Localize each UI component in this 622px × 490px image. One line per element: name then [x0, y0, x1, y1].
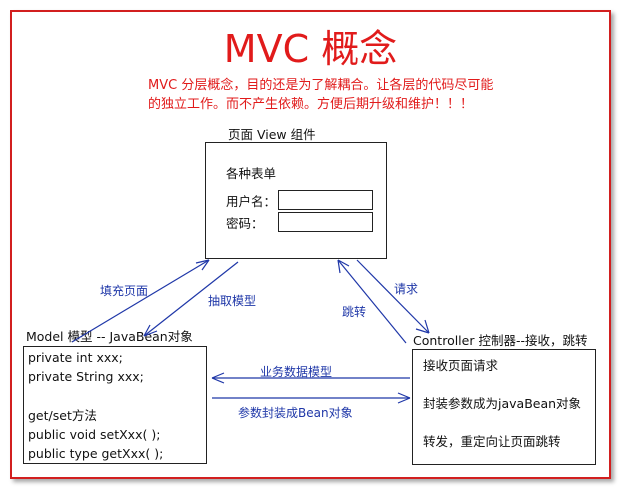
view-heading: 各种表单 — [226, 166, 277, 181]
diagram-title: MVC 概念 — [223, 27, 398, 71]
arrows-layer — [71, 259, 430, 404]
arrow-request-head — [415, 319, 430, 334]
controller-line: 接收页面请求 — [423, 358, 499, 373]
arrow-label-business-model: 业务数据模型 — [260, 365, 333, 379]
username-label: 用户名： — [226, 194, 277, 209]
model-line: get/set方法 — [28, 408, 97, 423]
password-input[interactable] — [278, 212, 373, 232]
view-box: 各种表单 用户名： 密码： — [205, 142, 387, 259]
model-line: private String xxx; — [28, 369, 144, 384]
arrow-extract-model-head — [143, 324, 158, 337]
model-line: public type getXxx( ); — [28, 446, 164, 461]
model-box: private int xxx; private String xxx; get… — [23, 346, 207, 464]
arrow-label-extract-model: 抽取模型 — [208, 294, 257, 308]
description-line-2: 的独立工作。而不产生依赖。方便后期升级和维护！！！ — [148, 97, 474, 112]
arrow-jump — [337, 259, 407, 344]
diagram-frame: MVC 概念 MVC 分层概念，目的还是为了解耦合。让各层的代码尽可能 的独立工… — [10, 10, 611, 479]
username-input[interactable] — [278, 190, 373, 210]
arrow-label-jump: 跳转 — [342, 305, 367, 319]
description-line-1: MVC 分层概念，目的还是为了解耦合。让各层的代码尽可能 — [148, 78, 494, 93]
arrow-label-request: 请求 — [394, 282, 419, 296]
arrow-business-model-head — [211, 372, 225, 384]
arrow-fill-page — [71, 259, 210, 343]
password-label: 密码： — [226, 216, 264, 231]
arrow-extract-model — [143, 261, 239, 337]
model-line: public void setXxx( ); — [28, 427, 161, 442]
arrow-fill-page-head — [195, 259, 210, 271]
arrow-label-fill-page: 填充页面 — [100, 284, 149, 298]
arrow-jump-head — [337, 259, 350, 274]
arrow-label-param-encapsulate: 参数封装成Bean对象 — [238, 406, 353, 420]
controller-box: 接收页面请求 封装参数成为javaBean对象 转发，重定向让页面跳转 — [412, 349, 596, 465]
controller-label: Controller 控制器--接收，跳转 — [413, 333, 588, 348]
controller-line: 转发，重定向让页面跳转 — [423, 434, 561, 449]
controller-line: 封装参数成为javaBean对象 — [423, 396, 582, 411]
view-label: 页面 View 组件 — [228, 127, 316, 142]
model-line: private int xxx; — [28, 350, 123, 365]
arrow-param-encapsulate-head — [397, 392, 411, 404]
arrow-request — [356, 259, 430, 334]
